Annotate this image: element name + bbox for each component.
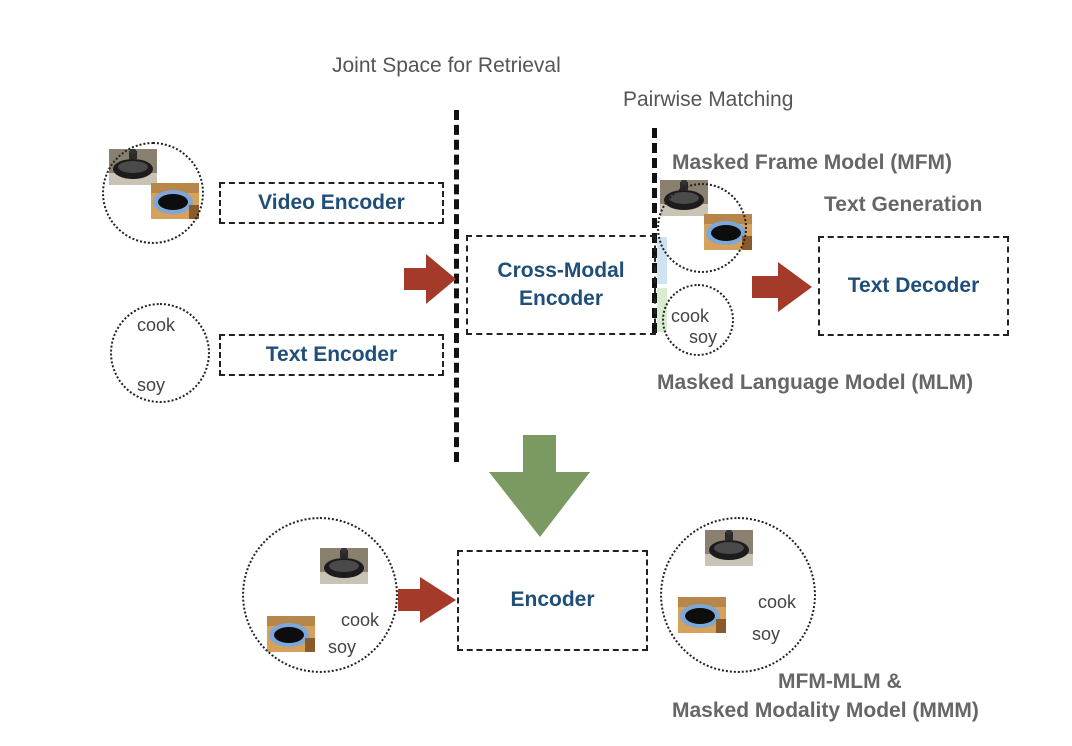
arrow-to-text-decoder-icon — [752, 262, 812, 312]
mmm-input-circle — [660, 517, 816, 673]
token-cook: cook — [758, 592, 797, 612]
text-encoder-label: Text Encoder — [265, 342, 398, 366]
masked-text-token — [657, 288, 667, 332]
token-soy: soy — [328, 637, 357, 657]
joint-space-label: Joint Space for Retrieval — [332, 54, 561, 77]
token-soy: soy — [752, 624, 781, 644]
encoder-label: Encoder — [510, 588, 595, 612]
mmm-label-line2: Masked Modality Model (MMM) — [672, 699, 979, 722]
mfm-label: Masked Frame Model (MFM) — [672, 151, 953, 174]
masked-frame-circle — [657, 183, 747, 273]
token-cook: cook — [671, 306, 710, 326]
arrow-to-encoder-icon — [398, 577, 456, 623]
token-soy: soy — [137, 375, 166, 395]
token-soy: soy — [689, 327, 718, 347]
masked-frame-token — [657, 237, 667, 284]
joint-space-divider — [454, 110, 459, 462]
down-arrow-icon — [489, 435, 590, 537]
text-decoder-box: Text Decoder — [818, 236, 1009, 336]
cross-modal-encoder-box: Cross-Modal Encoder — [466, 235, 656, 335]
masked-text-circle — [662, 284, 734, 356]
encoder-box: Encoder — [457, 550, 648, 651]
token-cook: cook — [341, 610, 380, 630]
video-encoder-box: Video Encoder — [219, 182, 444, 224]
text-generation-label: Text Generation — [824, 193, 983, 216]
text-input-circle — [110, 303, 210, 403]
pairwise-divider — [652, 128, 657, 333]
text-encoder-box: Text Encoder — [219, 334, 444, 376]
video-encoder-label: Video Encoder — [258, 190, 405, 214]
video-input-circle — [102, 142, 204, 244]
text-decoder-label: Text Decoder — [847, 273, 980, 297]
cross-modal-label-line1: Cross-Modal — [497, 258, 625, 282]
mixed-input-circle — [242, 517, 398, 673]
cross-modal-label-line2: Encoder — [518, 287, 604, 310]
arrow-to-cross-modal-icon — [404, 254, 456, 304]
token-cook: cook — [137, 315, 176, 335]
pairwise-matching-label: Pairwise Matching — [623, 88, 794, 111]
mlm-label: Masked Language Model (MLM) — [657, 371, 974, 394]
mmm-label-line1: MFM-MLM & — [778, 670, 902, 693]
